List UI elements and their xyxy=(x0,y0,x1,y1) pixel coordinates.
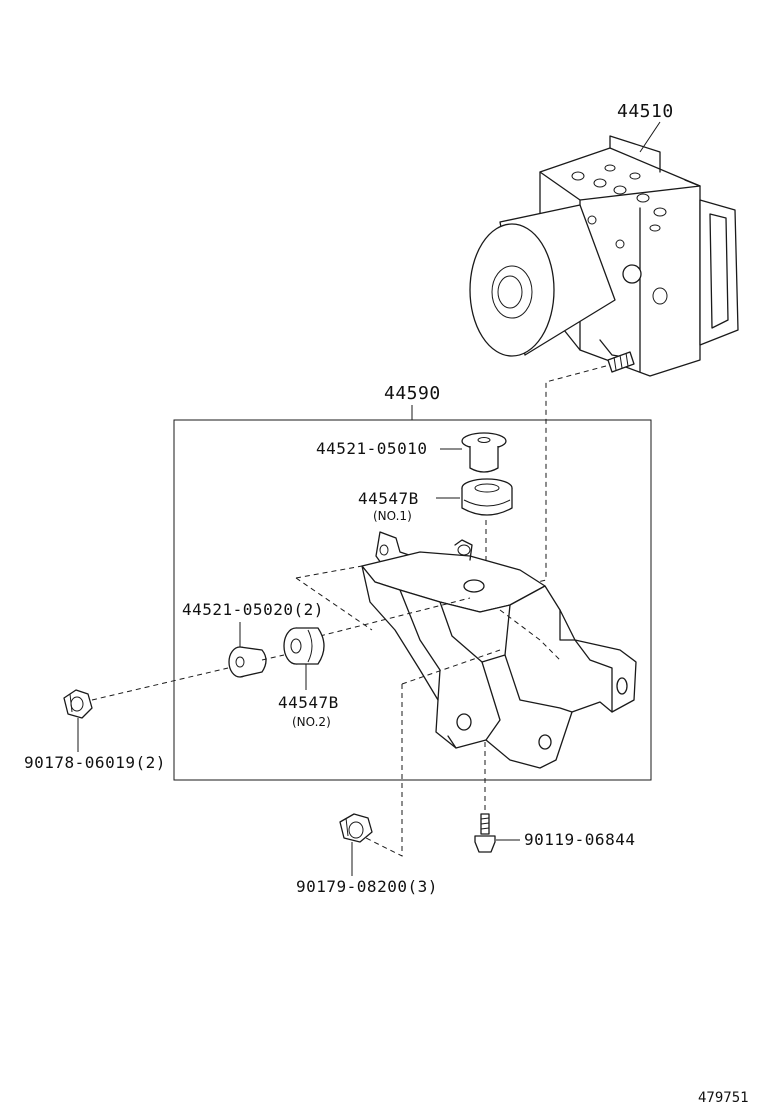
label-44590: 44590 xyxy=(384,383,441,404)
actuator-bracket[interactable] xyxy=(361,531,637,769)
label-90119-06844: 90119-06844 xyxy=(524,830,635,849)
nut-left[interactable] xyxy=(63,689,93,719)
diagram-id: 479751 xyxy=(698,1090,749,1106)
label-44510: 44510 xyxy=(617,101,674,122)
label-44547b-no1: 44547B xyxy=(358,489,419,508)
label-44547b-no2: 44547B xyxy=(278,693,339,712)
cushion-no1[interactable] xyxy=(461,478,513,516)
nut-bottom[interactable] xyxy=(339,813,373,843)
bolt-right[interactable] xyxy=(474,813,496,853)
label-no1-note: (NO.1) xyxy=(373,509,412,523)
abs-actuator[interactable] xyxy=(469,135,739,377)
collar-upper[interactable] xyxy=(461,432,507,473)
label-90178-06019: 90178-06019(2) xyxy=(24,753,166,772)
label-no2-note: (NO.2) xyxy=(292,715,331,729)
label-90179-08200: 90179-08200(3) xyxy=(296,877,438,896)
collar-lower[interactable] xyxy=(228,646,267,678)
cushion-no2[interactable] xyxy=(283,627,325,665)
label-44521-05020: 44521-05020(2) xyxy=(182,600,324,619)
label-44521-05010: 44521-05010 xyxy=(316,439,427,458)
